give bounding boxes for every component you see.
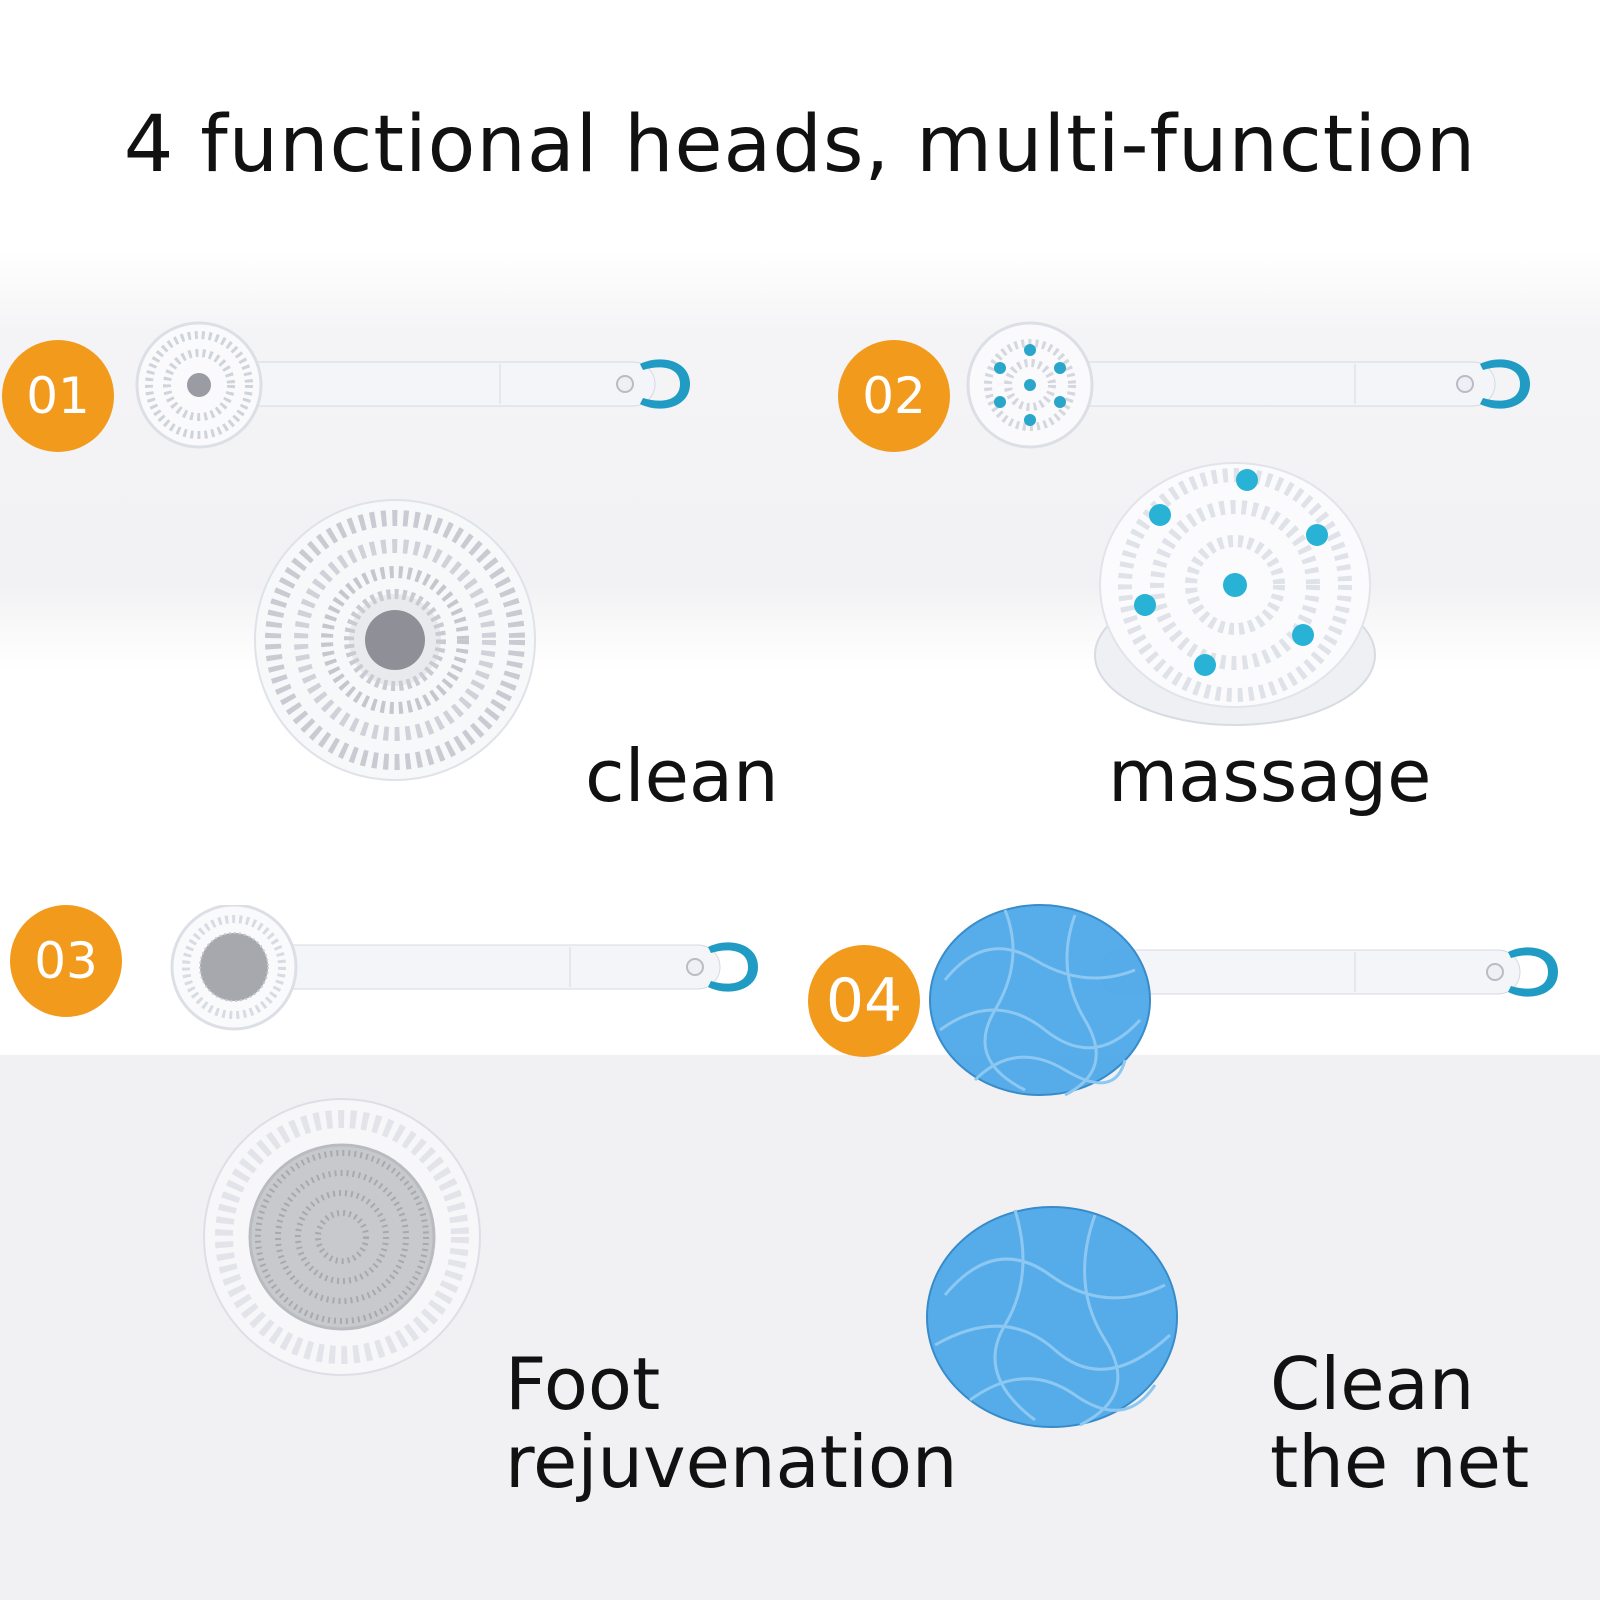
brush-handle-04	[1100, 947, 1558, 997]
badge-02: 02	[838, 340, 950, 452]
badge-03: 03	[10, 905, 122, 1017]
label-line-1: Clean	[1270, 1342, 1475, 1426]
mesh-sponge-icon	[926, 1206, 1178, 1428]
brush-handle-03	[170, 905, 758, 1031]
page-title: 4 functional heads, multi-function	[123, 100, 1477, 190]
mesh-sponge-on-handle-icon	[929, 904, 1151, 1097]
label-line-1: Foot	[505, 1342, 661, 1426]
label-clean: clean	[585, 734, 779, 818]
brush-handle-01	[135, 321, 690, 449]
label-foot-rejuvenation: Foot rejuvenation	[505, 1345, 958, 1501]
round-brush-head-icon	[254, 499, 536, 781]
pumice-head-icon	[203, 1098, 481, 1376]
badge-04: 04	[808, 945, 920, 1057]
massage-brush-head-icon	[1094, 462, 1376, 726]
brush-handle-02	[966, 321, 1530, 449]
badge-01: 01	[2, 340, 114, 452]
label-line-2: rejuvenation	[505, 1420, 958, 1504]
label-massage: massage	[1108, 734, 1432, 818]
label-clean-the-net: Clean the net	[1270, 1345, 1529, 1501]
label-line-2: the net	[1270, 1420, 1530, 1504]
